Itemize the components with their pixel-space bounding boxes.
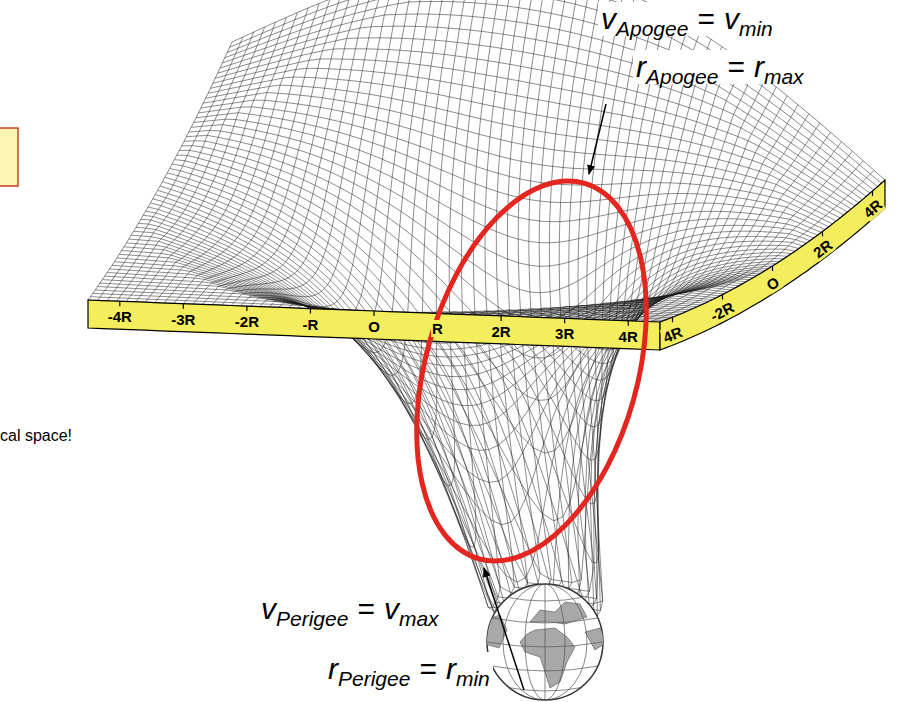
yellow-band	[88, 180, 885, 350]
mesh-line	[183, 0, 340, 304]
apogee-leader	[589, 104, 606, 174]
variable-symbol: v	[384, 592, 399, 626]
subscript: Perigee	[276, 607, 348, 631]
mesh-line	[317, 0, 493, 547]
mesh-line	[210, 68, 851, 209]
mesh-line	[155, 195, 765, 624]
mesh-line	[225, 2, 874, 190]
variable-symbol: v	[261, 592, 276, 626]
mesh-line	[201, 100, 837, 221]
mesh-line	[230, 0, 882, 183]
mesh-line	[198, 107, 832, 224]
formula-line: vPerigee=vmax	[258, 592, 442, 626]
tick-mark	[373, 311, 374, 316]
tick-mark	[628, 321, 629, 326]
variable-symbol: r	[636, 50, 646, 84]
mesh-line	[269, 0, 439, 353]
tick-mark	[183, 304, 184, 309]
tick-mark	[772, 266, 773, 271]
variable-symbol: v	[601, 2, 616, 36]
axis-label: O	[367, 318, 381, 335]
subscript: min	[739, 17, 773, 41]
mesh-line	[148, 207, 754, 633]
axis-label: 4R	[618, 328, 639, 345]
mesh-line	[336, 0, 515, 618]
mesh-line	[212, 0, 374, 305]
equals-sign: =	[727, 50, 745, 84]
tick-mark	[246, 306, 247, 311]
mesh-line	[232, 0, 885, 180]
axis-label: -R	[302, 316, 320, 333]
mesh-line	[136, 17, 287, 302]
mesh-line	[150, 203, 757, 631]
axis-label: 3R	[554, 325, 575, 342]
tick-mark	[822, 231, 823, 236]
mesh-line	[215, 49, 859, 203]
subscript: min	[456, 667, 490, 691]
variable-symbol: r	[328, 652, 338, 686]
side-note: cal space!	[0, 426, 72, 445]
equals-sign: =	[697, 2, 715, 36]
tick-mark	[501, 316, 502, 321]
tick-mark	[119, 301, 120, 306]
mesh-line	[220, 26, 866, 196]
spacetime-mesh	[88, 0, 885, 633]
mesh-line	[164, 4, 319, 303]
equals-sign: =	[419, 652, 437, 686]
mesh-line	[603, 123, 820, 320]
axis-label: -3R	[170, 311, 196, 328]
mesh-line	[167, 173, 784, 599]
side-note-box	[0, 128, 18, 186]
mesh-line	[527, 54, 733, 323]
scale-ticks	[120, 191, 873, 326]
mesh-line	[162, 182, 776, 611]
mesh-line	[660, 180, 885, 322]
mesh-line	[117, 27, 265, 301]
mesh-line	[170, 169, 788, 592]
equals-sign: =	[357, 592, 375, 626]
axis-label: 2R	[491, 323, 512, 340]
mesh-line	[546, 70, 755, 318]
mesh-line	[250, 0, 417, 319]
mesh-line	[218, 38, 863, 200]
band-front-face	[88, 300, 660, 350]
earth-globe	[485, 584, 607, 700]
mesh-line	[189, 130, 818, 266]
mesh-line	[194, 119, 825, 229]
tick-mark	[672, 317, 673, 322]
mesh-line	[227, 0, 877, 187]
mesh-line	[153, 199, 762, 628]
subscript: Apogee	[616, 17, 688, 41]
variable-symbol: r	[754, 50, 764, 84]
orbit-ellipse	[377, 155, 686, 588]
mesh-line	[231, 0, 395, 306]
axis-label: R	[431, 320, 444, 337]
mesh-line	[145, 13, 297, 303]
tick-mark	[310, 309, 311, 314]
variable-symbol: r	[446, 652, 456, 686]
axis-label: -2R	[234, 313, 260, 330]
subscript: max	[764, 65, 804, 89]
mesh-line	[172, 164, 791, 582]
mesh-line	[450, 2, 645, 461]
subscript: Perigee	[338, 667, 410, 691]
subscript: max	[399, 607, 439, 631]
mesh-line	[298, 0, 472, 440]
formula-line: vApogee=vmin	[598, 2, 776, 36]
tick-mark	[722, 295, 723, 300]
mesh-line	[241, 0, 407, 307]
mesh-line	[146, 211, 750, 582]
mesh-line	[326, 0, 504, 608]
band-side-face	[660, 180, 885, 350]
formula-line: rApogee=rmax	[633, 50, 807, 84]
subscript: Apogee	[646, 65, 718, 89]
mesh-line	[196, 113, 829, 227]
tick-mark	[564, 318, 565, 323]
mesh-line	[536, 62, 743, 317]
axis-label: -4R	[107, 308, 133, 325]
formula-line: rPerigee=rmin	[325, 652, 493, 686]
variable-symbol: v	[724, 2, 739, 36]
